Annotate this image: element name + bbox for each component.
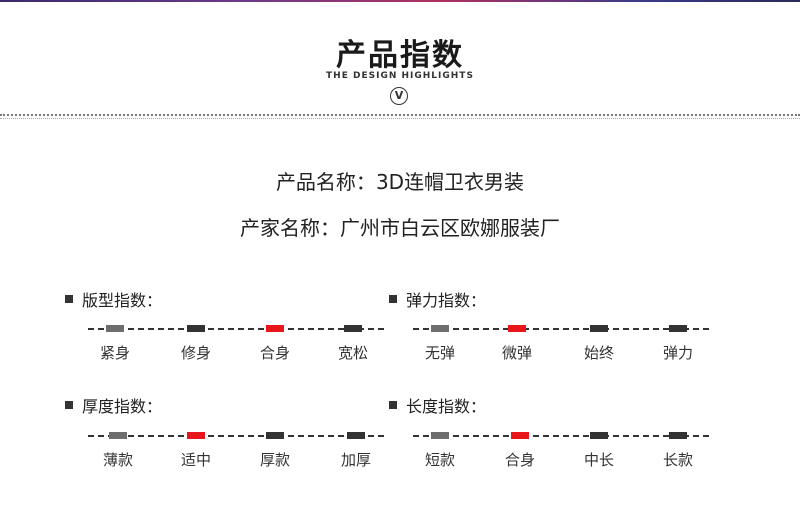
index-scale-line: [88, 328, 384, 330]
index-option-label: 厚款: [259, 451, 290, 469]
index-marker: [511, 432, 529, 439]
index-marker: [344, 325, 362, 332]
index-marker: [669, 432, 687, 439]
header-divider-secondary: [0, 118, 800, 119]
header-divider: [0, 114, 800, 116]
product-name-line: 产品名称：3D连帽卫衣男装: [0, 166, 800, 195]
index-option-label: 薄款: [102, 451, 133, 469]
index-option-label: 合身: [259, 344, 290, 362]
index-scale-line: [88, 435, 384, 437]
index-marker: [187, 432, 205, 439]
index-marker: [590, 432, 608, 439]
index-marker: [187, 325, 205, 332]
index-scale-line: [413, 328, 709, 330]
index-marker: [590, 325, 608, 332]
index-marker: [508, 325, 526, 332]
product-name-value: 3D连帽卫衣男装: [375, 170, 525, 194]
index-group-title-text: 长度指数：: [406, 397, 487, 416]
index-option-label: 修身: [180, 344, 211, 362]
index-option-label: 合身: [504, 451, 535, 469]
page-title: 产品指数: [336, 38, 464, 73]
top-color-strip: [0, 0, 800, 2]
square-bullet-icon: [65, 295, 73, 303]
maker-name-value: 广州市白云区欧娜服装厂: [340, 216, 560, 240]
index-option-label: 短款: [424, 451, 455, 469]
index-option-label: 长款: [662, 451, 693, 469]
square-bullet-icon: [389, 401, 397, 409]
index-group-title: 版型指数：: [65, 287, 162, 311]
index-marker: [431, 432, 449, 439]
index-option-label: 适中: [180, 451, 211, 469]
maker-name-label: 产家名称：: [240, 216, 340, 240]
index-marker: [266, 432, 284, 439]
square-bullet-icon: [65, 401, 73, 409]
index-option-label: 始终: [583, 344, 614, 362]
chevron-v-icon: V: [390, 87, 408, 105]
index-marker: [266, 325, 284, 332]
index-marker: [347, 432, 365, 439]
index-option-label: 加厚: [340, 451, 371, 469]
maker-name-line: 产家名称：广州市白云区欧娜服装厂: [0, 212, 800, 241]
page-subtitle: THE DESIGN HIGHLIGHTS: [326, 71, 474, 81]
square-bullet-icon: [389, 295, 397, 303]
index-marker: [109, 432, 127, 439]
index-group-title: 长度指数：: [389, 393, 486, 417]
index-group-title-text: 弹力指数：: [406, 291, 487, 310]
index-option-label: 微弹: [501, 344, 532, 362]
index-marker: [106, 325, 124, 332]
index-group-title: 厚度指数：: [65, 393, 162, 417]
index-group-title-text: 厚度指数：: [82, 397, 163, 416]
index-option-label: 宽松: [337, 344, 368, 362]
index-option-label: 弹力: [662, 344, 693, 362]
index-marker: [431, 325, 449, 332]
product-name-label: 产品名称：: [275, 170, 376, 194]
index-option-label: 中长: [583, 451, 614, 469]
index-option-label: 紧身: [99, 344, 130, 362]
index-group-title-text: 版型指数：: [82, 291, 163, 310]
index-option-label: 无弹: [424, 344, 455, 362]
index-marker: [669, 325, 687, 332]
index-scale-line: [413, 435, 709, 437]
index-group-title: 弹力指数：: [389, 287, 486, 311]
